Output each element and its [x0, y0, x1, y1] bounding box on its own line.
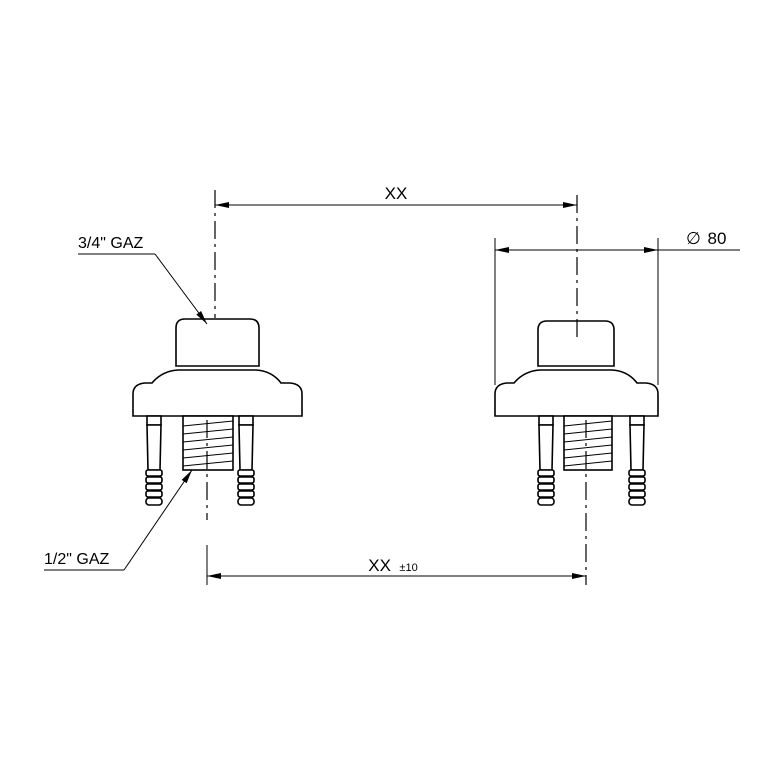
top-dimension-label: XX: [385, 184, 408, 203]
inlet-thread-label: 3/4" GAZ: [78, 235, 143, 252]
outlet-thread-leader: [44, 469, 193, 571]
right-fitting: [494, 320, 659, 506]
outlet-thread-label: 1/2" GAZ: [44, 551, 109, 568]
bottom-dimension-label: XX ±10: [368, 556, 417, 575]
left-anchor-1: [145, 415, 163, 506]
bottom-dimension-tolerance: ±10: [399, 562, 417, 574]
right-anchor-1: [537, 415, 555, 506]
inlet-thread-leader: [78, 253, 208, 325]
right-pipe-thread: [563, 420, 613, 467]
diameter-label: ∅ 80: [686, 229, 726, 248]
diameter-value: 80: [708, 229, 727, 248]
left-fitting: [132, 318, 303, 506]
diameter-symbol: ∅: [686, 229, 701, 248]
right-anchor-2: [628, 415, 646, 506]
bottom-dimension-value: XX: [368, 556, 391, 575]
left-pipe-thread: [182, 420, 234, 467]
diameter-dimension: [494, 238, 740, 385]
left-anchor-2: [237, 415, 255, 506]
